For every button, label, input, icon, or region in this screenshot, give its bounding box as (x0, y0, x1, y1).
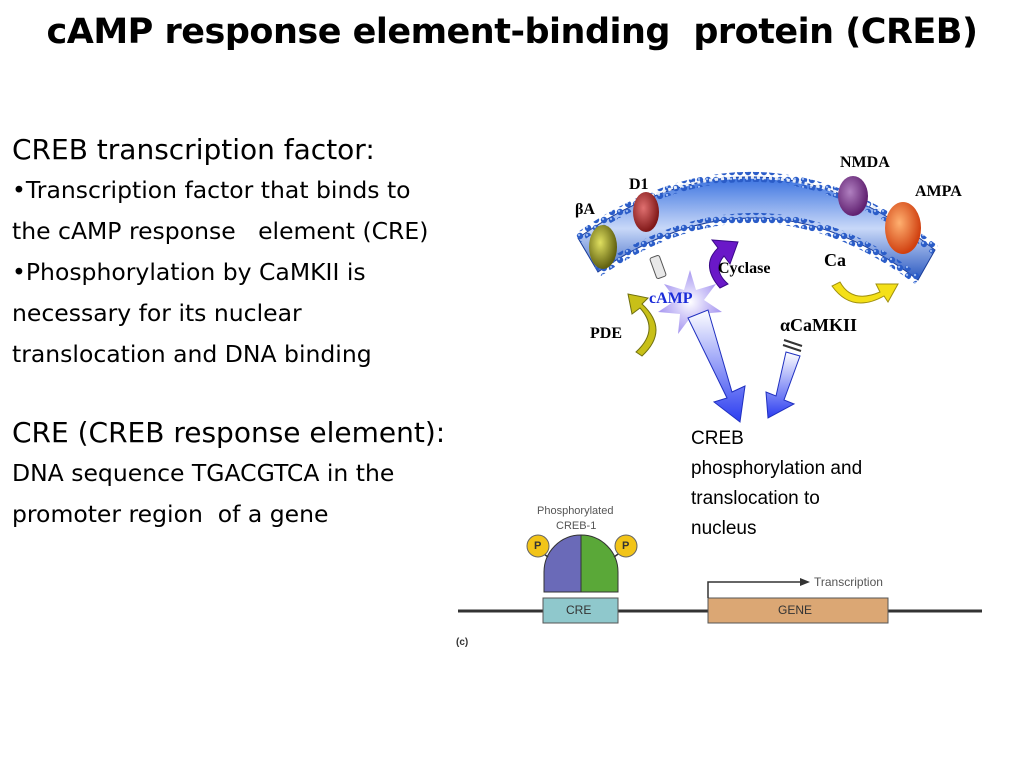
cyclase-label: Cyclase (718, 260, 771, 277)
bullet-1-line-1: •Transcription factor that binds to (12, 176, 411, 204)
bullet-2-line-2: necessary for its nuclear (12, 299, 302, 327)
pde-label: PDE (590, 325, 622, 342)
nmda-label: NMDA (840, 154, 890, 171)
cre-box-label: CRE (566, 603, 592, 617)
cyclase-arrow (709, 239, 739, 289)
slide-title: cAMP response element-binding protein (C… (46, 12, 978, 52)
phosphate-left-label: P (534, 540, 542, 552)
creb-right-half (580, 534, 619, 593)
cre-box (542, 597, 619, 624)
bullet-1-line-2: the cAMP response element (CRE) (12, 217, 429, 245)
slide-body: CREB transcription factor: •Transcriptio… (12, 130, 512, 535)
camp-to-nucleus-arrow (687, 309, 746, 423)
bullet-1-text-1: Transcription factor that binds to (25, 176, 411, 204)
panel-letter: (c) (456, 637, 469, 648)
beta-a-receptor (589, 225, 617, 269)
ampa-label: AMPA (915, 183, 962, 200)
phosphate-left (526, 534, 550, 558)
gene-box-label: GENE (778, 603, 813, 617)
camkii-stub (782, 339, 803, 352)
bullet-2-line-1: •Phosphorylation by CaMKII is (12, 258, 366, 286)
creb-caption: CREB phosphorylation and translocation t… (691, 424, 951, 544)
beta-a-label: βA (575, 201, 595, 218)
cre-section-heading: CRE (CREB response element): (12, 416, 446, 449)
phospho-heading-1: Phosphorylated (537, 505, 614, 517)
phosphate-right-label: P (622, 540, 630, 552)
nmda-receptor (838, 176, 868, 216)
pde-arrow (627, 293, 657, 357)
bullet-2-text-1: Phosphorylation by CaMKII is (25, 258, 366, 286)
bullet-2-line-3: translocation and DNA binding (12, 340, 372, 368)
d1-label: D1 (629, 176, 649, 193)
transcription-arrow (707, 581, 800, 598)
caption-line-2: phosphorylation and (691, 458, 863, 479)
cre-line-2: promoter region of a gene (12, 500, 329, 528)
camkii-label: αCaMKII (780, 315, 858, 335)
ampa-receptor (885, 202, 921, 254)
phospho-heading-2: CREB-1 (556, 520, 597, 532)
creb-section-heading: CREB transcription factor: (12, 133, 375, 166)
calcium-arrow (831, 281, 899, 304)
phosphate-right (614, 534, 638, 558)
cre-line-1: DNA sequence TGACGTCA in the (12, 459, 395, 487)
camkii-to-nucleus-arrow (765, 351, 801, 419)
caption-line-3: translocation to (691, 488, 820, 509)
gene-diagram (458, 534, 982, 624)
transcription-label: Transcription (814, 575, 883, 589)
camp-label: cAMP (649, 290, 693, 307)
caption-line-1: CREB (691, 428, 744, 449)
channel-stub-left (649, 255, 667, 279)
caption-line-4: nucleus (691, 518, 757, 539)
calcium-label: Ca (824, 250, 846, 270)
d1-receptor (633, 192, 659, 232)
camp-burst (658, 270, 722, 334)
creb-left-half (543, 534, 582, 593)
gene-box (707, 597, 889, 624)
